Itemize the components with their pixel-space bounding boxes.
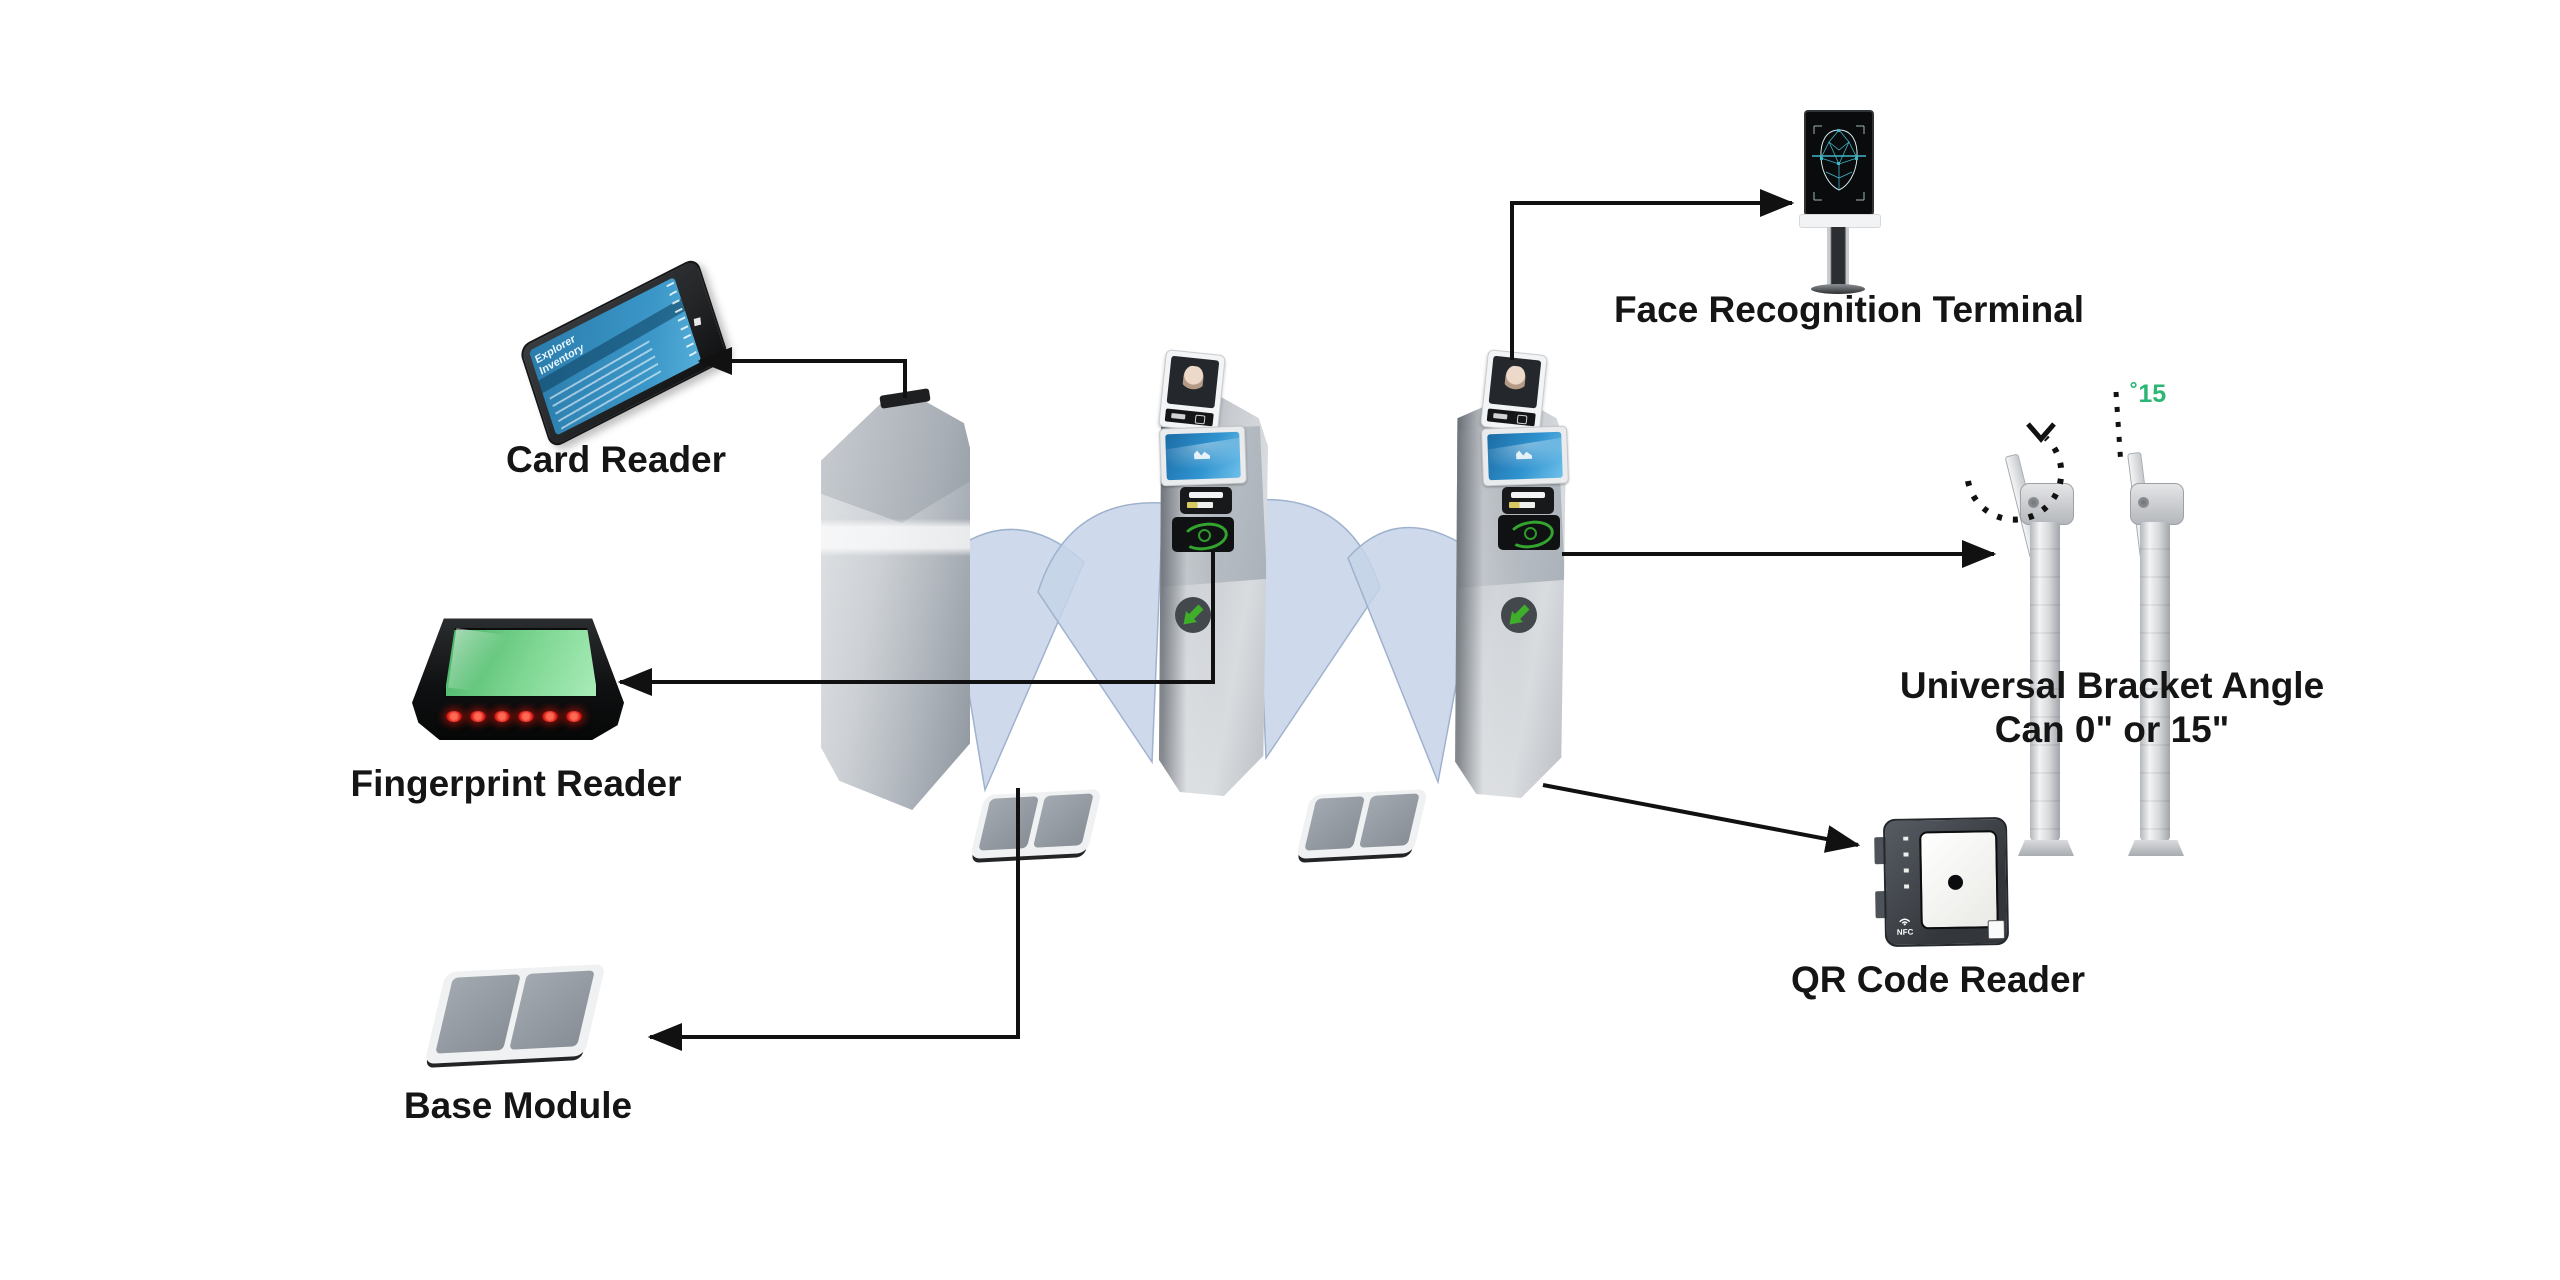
- universal-bracket-label-line2: Can 0" or 15": [1994, 709, 2230, 750]
- rotation-arc-arrowhead: [2026, 422, 2056, 443]
- right-fingerprint-module: [1498, 515, 1560, 550]
- turnstile-left-cabinet: [821, 394, 970, 810]
- bracket-clamp: [2130, 483, 2184, 525]
- fingerprint-reader-device: [412, 616, 624, 740]
- qr-code-reader-device: NFC: [1874, 816, 2010, 948]
- face-terminal-base: [1811, 284, 1865, 294]
- right-card-slot: [1502, 487, 1554, 514]
- bracket-column: [2140, 522, 2170, 842]
- fingerprint-reader-label: Fingerprint Reader: [350, 763, 682, 804]
- tilt-angle-annotation: ˚15: [2130, 380, 2167, 408]
- fingerprint-reader-glass: [444, 628, 598, 698]
- bracket-foot: [2018, 840, 2074, 856]
- middle-card-slot: [1180, 487, 1232, 514]
- qr-reader-label: QR Code Reader: [1790, 959, 2086, 1000]
- bracket-foot: [2128, 840, 2184, 856]
- green-arrow-icon: [1183, 604, 1204, 625]
- rotation-arc-icon: [1965, 435, 2065, 523]
- face-terminal-label: Face Recognition Terminal: [1613, 289, 2085, 330]
- middle-fingerprint-module: [1172, 517, 1234, 552]
- universal-bracket-label-line1: Universal Bracket Angle: [1899, 665, 2325, 706]
- face-terminal-screen: [1804, 110, 1874, 216]
- fingerprint-reader-leds: [446, 711, 586, 722]
- bracket-pole-rotating: [2004, 452, 2084, 864]
- bracket-column: [2030, 522, 2060, 842]
- right-direction-arrow-badge: [1501, 597, 1537, 633]
- face-terminal-pillar: [1827, 227, 1849, 285]
- nfc-icon: NFC: [1897, 914, 1913, 937]
- face-mesh-icon: [1812, 125, 1866, 201]
- flap-wing: [1037, 502, 1164, 765]
- connector-base-module: [647, 788, 1020, 1051]
- card-reader-label: Card Reader: [505, 439, 727, 480]
- connector-face-terminal: [1510, 189, 1795, 360]
- connector-card-reader: [697, 347, 907, 398]
- bracket-pole-tilted: [2114, 451, 2194, 864]
- middle-direction-arrow-badge: [1175, 597, 1211, 633]
- base-module-label: Base Module: [403, 1085, 633, 1126]
- connector-qr-reader: [1542, 783, 1861, 853]
- green-arrow-icon: [1509, 604, 1530, 625]
- tilt-dotted-line: [2113, 391, 2124, 467]
- connector-fingerprint-reader: [617, 552, 1215, 696]
- universal-bracket-label: Universal Bracket Angle Can 0" or 15": [1900, 664, 2324, 752]
